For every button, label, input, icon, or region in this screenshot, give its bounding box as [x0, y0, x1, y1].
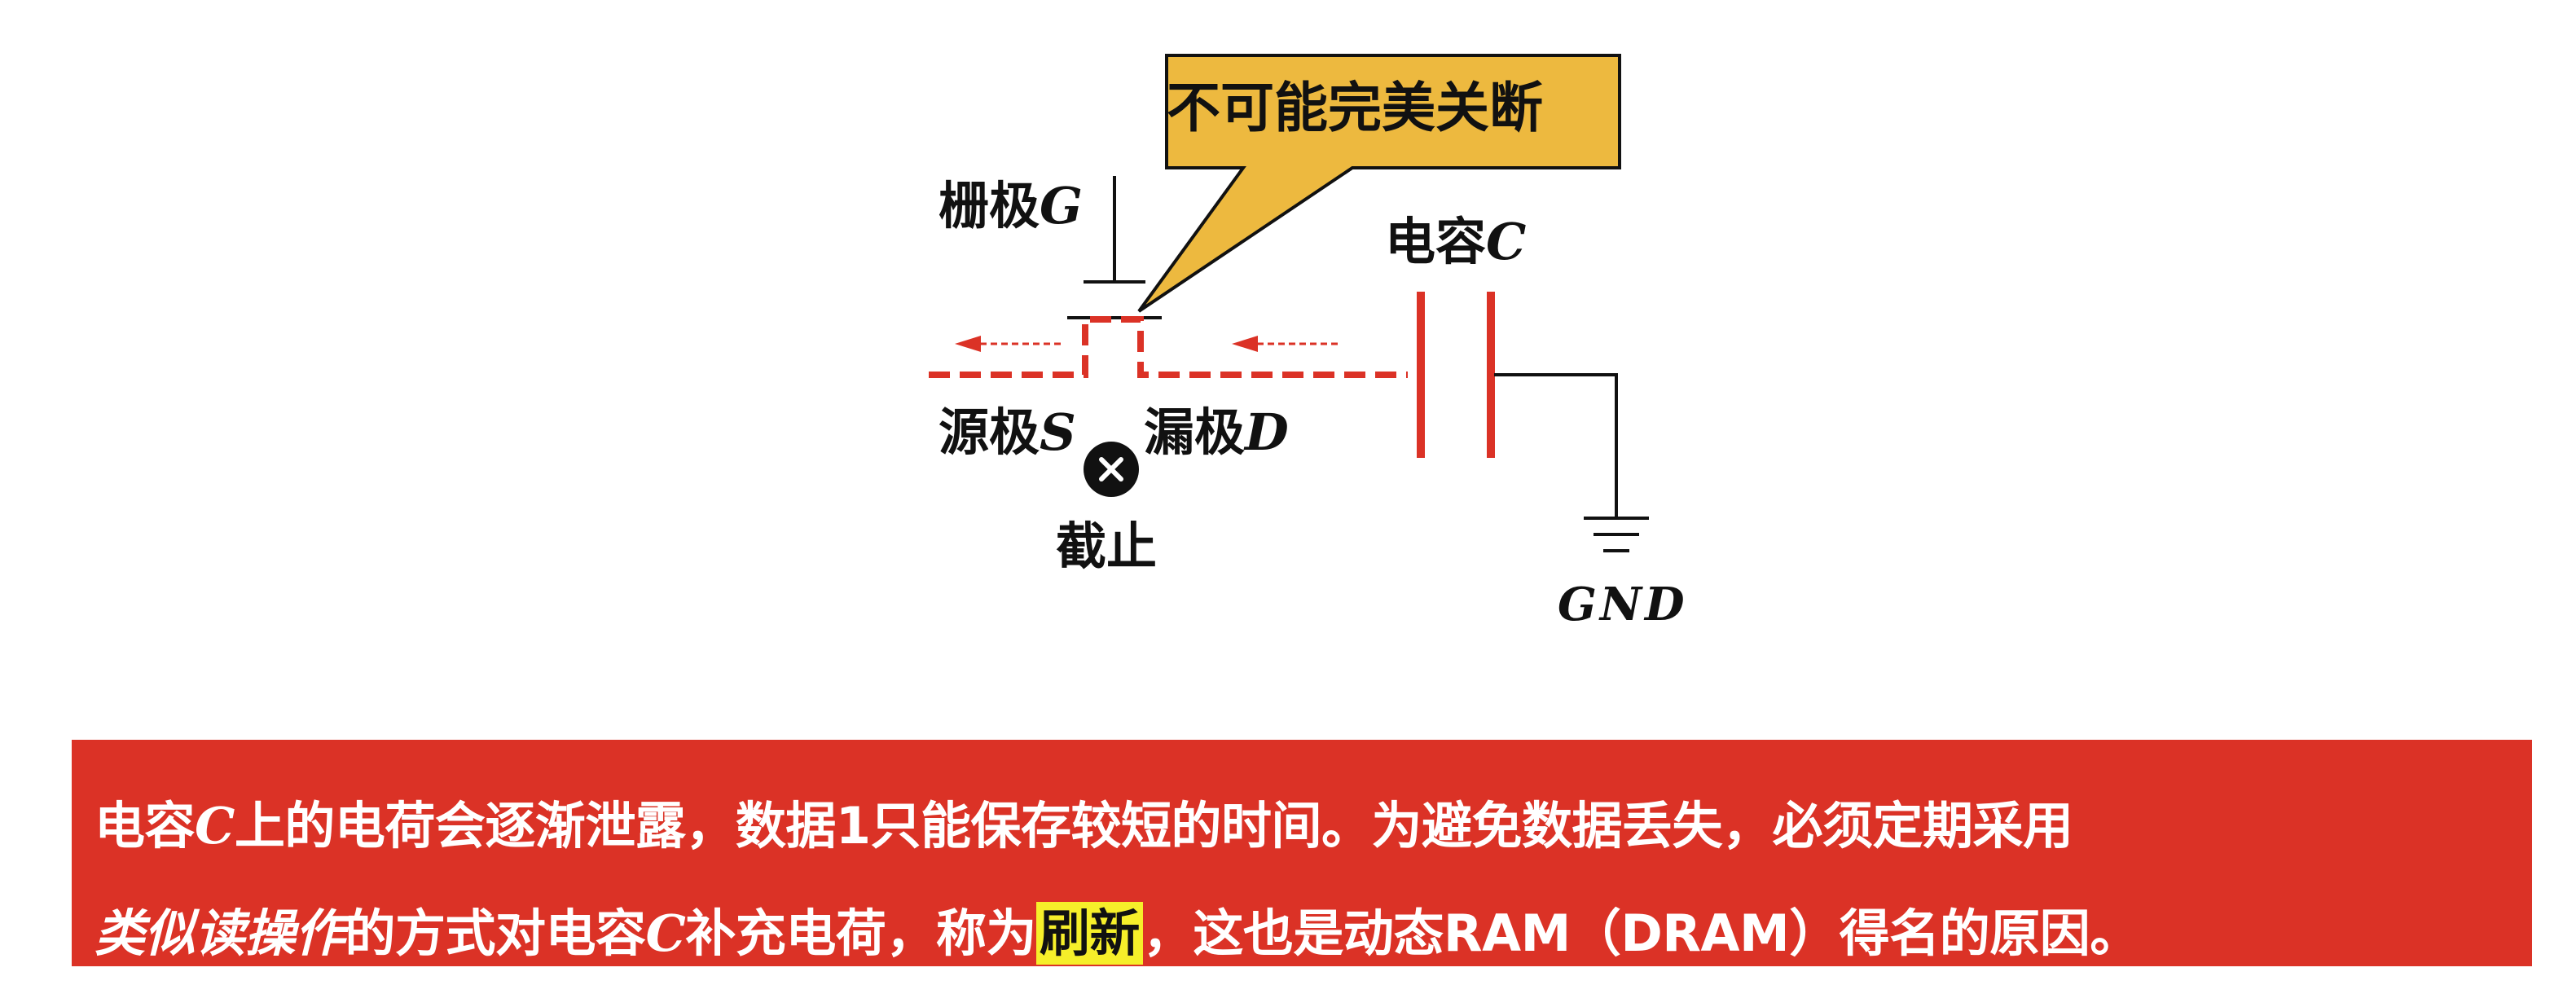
explanation-banner: 电容C上的电荷会逐渐泄露，数据1只能保存较短的时间。为避免数据丢失，必须定期采用…: [72, 740, 2532, 966]
source-var: S: [1040, 402, 1076, 462]
source-text: 源极: [939, 402, 1040, 462]
banner-l2-italic: 类似读操作: [95, 904, 345, 963]
banner-l1-a: 电容: [95, 796, 196, 855]
close-circle-icon: [1084, 442, 1139, 497]
leak-arrow-left: [955, 336, 1061, 352]
gate-text: 栅极: [939, 176, 1040, 235]
capacitor-label: 电容C: [1385, 217, 1526, 267]
callout-text: 不可能完美关断: [1167, 77, 1543, 139]
source-label: 源极S: [939, 407, 1076, 458]
drain-text: 漏极: [1144, 402, 1246, 462]
leak-arrow-right: [1232, 336, 1338, 352]
drain-var: D: [1245, 402, 1289, 462]
gnd-label: GND: [1558, 578, 1688, 631]
banner-l1-var: C: [195, 796, 235, 855]
gate-label: 栅极G: [939, 181, 1083, 231]
capacitor-text: 电容: [1385, 212, 1487, 271]
banner-line-1: 电容C上的电荷会逐渐泄露，数据1只能保存较短的时间。为避免数据丢失，必须定期采用: [95, 772, 2532, 880]
leakage-path: [929, 316, 1408, 378]
cutoff-label: 截止: [1056, 517, 1158, 576]
drain-label: 漏极D: [1144, 407, 1289, 458]
banner-line-2: 类似读操作的方式对电容C补充电荷，称为刷新，这也是动态RAM（DRAM）得名的原…: [95, 880, 2532, 987]
refresh-highlight: 刷新: [1035, 902, 1143, 965]
banner-l2-c: ，这也是动态RAM（DRAM）得名的原因。: [1142, 904, 2140, 963]
banner-l1-b: 上的电荷会逐渐泄露，数据1只能保存较短的时间。为避免数据丢失，必须定期采用: [234, 796, 2073, 855]
gate-var: G: [1040, 176, 1083, 235]
banner-l2-var: C: [645, 904, 686, 963]
banner-l2-b: 补充电荷，称为: [685, 904, 1036, 963]
banner-l2-a: 的方式对电容: [345, 904, 647, 963]
capacitor-var: C: [1486, 212, 1527, 271]
ground-wire: [1494, 373, 1618, 517]
callout-bubble: [1137, 54, 1621, 313]
ground-icon: [1584, 517, 1649, 552]
